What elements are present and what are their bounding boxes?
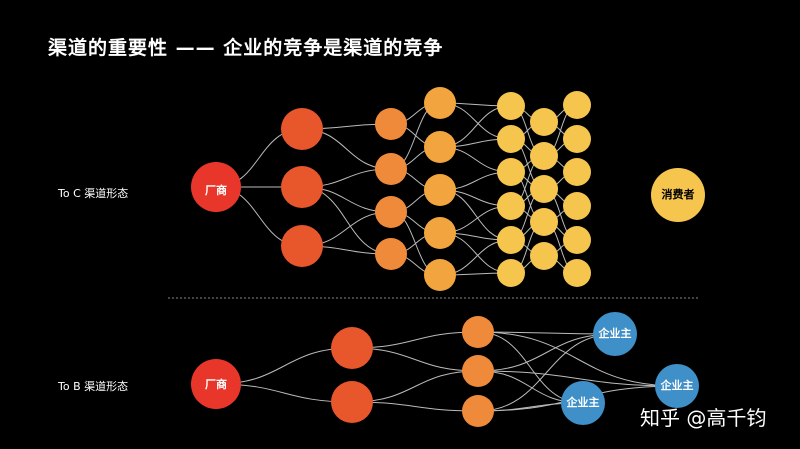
toc-tier2-node (375, 238, 407, 270)
toc-tier1-node (281, 108, 323, 150)
toc-row-label: To C 渠道形态 (58, 187, 129, 200)
toc-tier5-node (530, 208, 558, 236)
tob-client-node (655, 364, 699, 408)
tob-client-link (477, 331, 678, 387)
tob-client-label-2: 企业主 (566, 395, 600, 409)
toc-tier1-node (281, 166, 323, 208)
toc-tier4-node (497, 226, 525, 254)
toc-tier6-node (563, 259, 591, 287)
toc-tier5-node (530, 142, 558, 170)
tob-client-link (477, 333, 616, 412)
tob-client-label-1: 企业主 (598, 326, 632, 340)
tob-client-node (593, 312, 637, 356)
toc-tier3-node (424, 259, 456, 291)
toc-manufacturer-node (191, 162, 241, 212)
tob-client-node (561, 381, 605, 425)
toc-tier6-node (563, 192, 591, 220)
toc-tier6-node (563, 125, 591, 153)
tob-tier1-node (331, 381, 373, 423)
toc-tier2-node (375, 153, 407, 185)
toc-tier5-node (530, 175, 558, 203)
toc-tier6-node (563, 226, 591, 254)
tob-tier2-node (462, 316, 494, 348)
tob-row-label: To B 渠道形态 (58, 380, 129, 393)
slide-title: 渠道的重要性 —— 企业的竞争是渠道的竞争 (48, 37, 444, 59)
toc-tier2-node (375, 108, 407, 140)
tob-manufacturer-label: 厂商 (205, 377, 227, 391)
toc-tier3-node (424, 131, 456, 163)
toc-tier4-node (497, 259, 525, 287)
toc-tier5-node (530, 108, 558, 136)
tob-client-label-3: 企业主 (660, 378, 694, 392)
watermark: 知乎 @高千钧 (640, 406, 767, 430)
tob-manufacturer-node (191, 359, 241, 409)
toc-tier6-node (563, 158, 591, 186)
toc-tier3-node (424, 174, 456, 206)
toc-consumer-label: 消费者 (662, 187, 695, 201)
toc-manufacturer-label: 厂商 (205, 183, 227, 197)
toc-tier6-node (563, 91, 591, 119)
toc-tier1-node (281, 225, 323, 267)
toc-tier4-node (497, 192, 525, 220)
toc-tier4-node (497, 158, 525, 186)
toc-tier5-node (530, 242, 558, 270)
toc-tier3-node (424, 217, 456, 249)
toc-tier4-node (497, 125, 525, 153)
toc-consumer-node (651, 168, 705, 222)
tob-tier1-node (331, 327, 373, 369)
tob-tier2-node (462, 395, 494, 427)
toc-tier4-node (497, 92, 525, 120)
tob-client-link (477, 370, 678, 387)
toc-tier2-node (375, 196, 407, 228)
tob-tier2-node (462, 355, 494, 387)
toc-tier3-node (424, 87, 456, 119)
